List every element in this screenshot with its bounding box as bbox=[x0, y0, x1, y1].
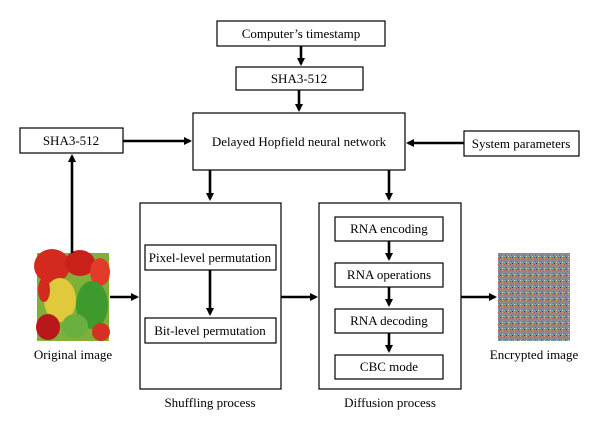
hopfield-box: Delayed Hopfield neural network bbox=[192, 112, 406, 171]
cbc-mode-label: CBC mode bbox=[360, 359, 418, 374]
hopfield-label: Delayed Hopfield neural network bbox=[212, 134, 387, 149]
sha-left-label: SHA3-512 bbox=[43, 133, 99, 148]
rna-operations-label: RNA operations bbox=[347, 267, 431, 282]
rna-encoding-box: RNA encoding bbox=[334, 216, 444, 242]
timestamp-label: Computer’s timestamp bbox=[242, 26, 361, 41]
diffusion-caption: Diffusion process bbox=[344, 395, 436, 410]
sha-top-label: SHA3-512 bbox=[271, 71, 327, 86]
timestamp-box: Computer’s timestamp bbox=[216, 20, 386, 47]
pixel-perm-label: Pixel-level permutation bbox=[149, 250, 272, 265]
rna-decoding-label: RNA decoding bbox=[350, 313, 428, 328]
system-params-box: System parameters bbox=[463, 130, 580, 157]
rna-operations-box: RNA operations bbox=[334, 262, 444, 288]
sha-left-box: SHA3-512 bbox=[19, 127, 124, 154]
system-params-label: System parameters bbox=[472, 136, 571, 151]
bit-perm-label: Bit-level permutation bbox=[154, 323, 266, 338]
shuffling-caption: Shuffling process bbox=[164, 395, 255, 410]
bit-perm-box: Bit-level permutation bbox=[144, 317, 277, 344]
pixel-perm-box: Pixel-level permutation bbox=[144, 244, 277, 271]
sha-top-box: SHA3-512 bbox=[235, 66, 364, 91]
encrypted-image-caption: Encrypted image bbox=[490, 347, 579, 362]
original-image-caption: Original image bbox=[34, 347, 113, 362]
encrypted-image bbox=[498, 253, 570, 341]
original-image bbox=[34, 249, 110, 341]
rna-encoding-label: RNA encoding bbox=[350, 221, 428, 236]
rna-decoding-box: RNA decoding bbox=[334, 308, 444, 334]
cbc-mode-box: CBC mode bbox=[334, 354, 444, 380]
